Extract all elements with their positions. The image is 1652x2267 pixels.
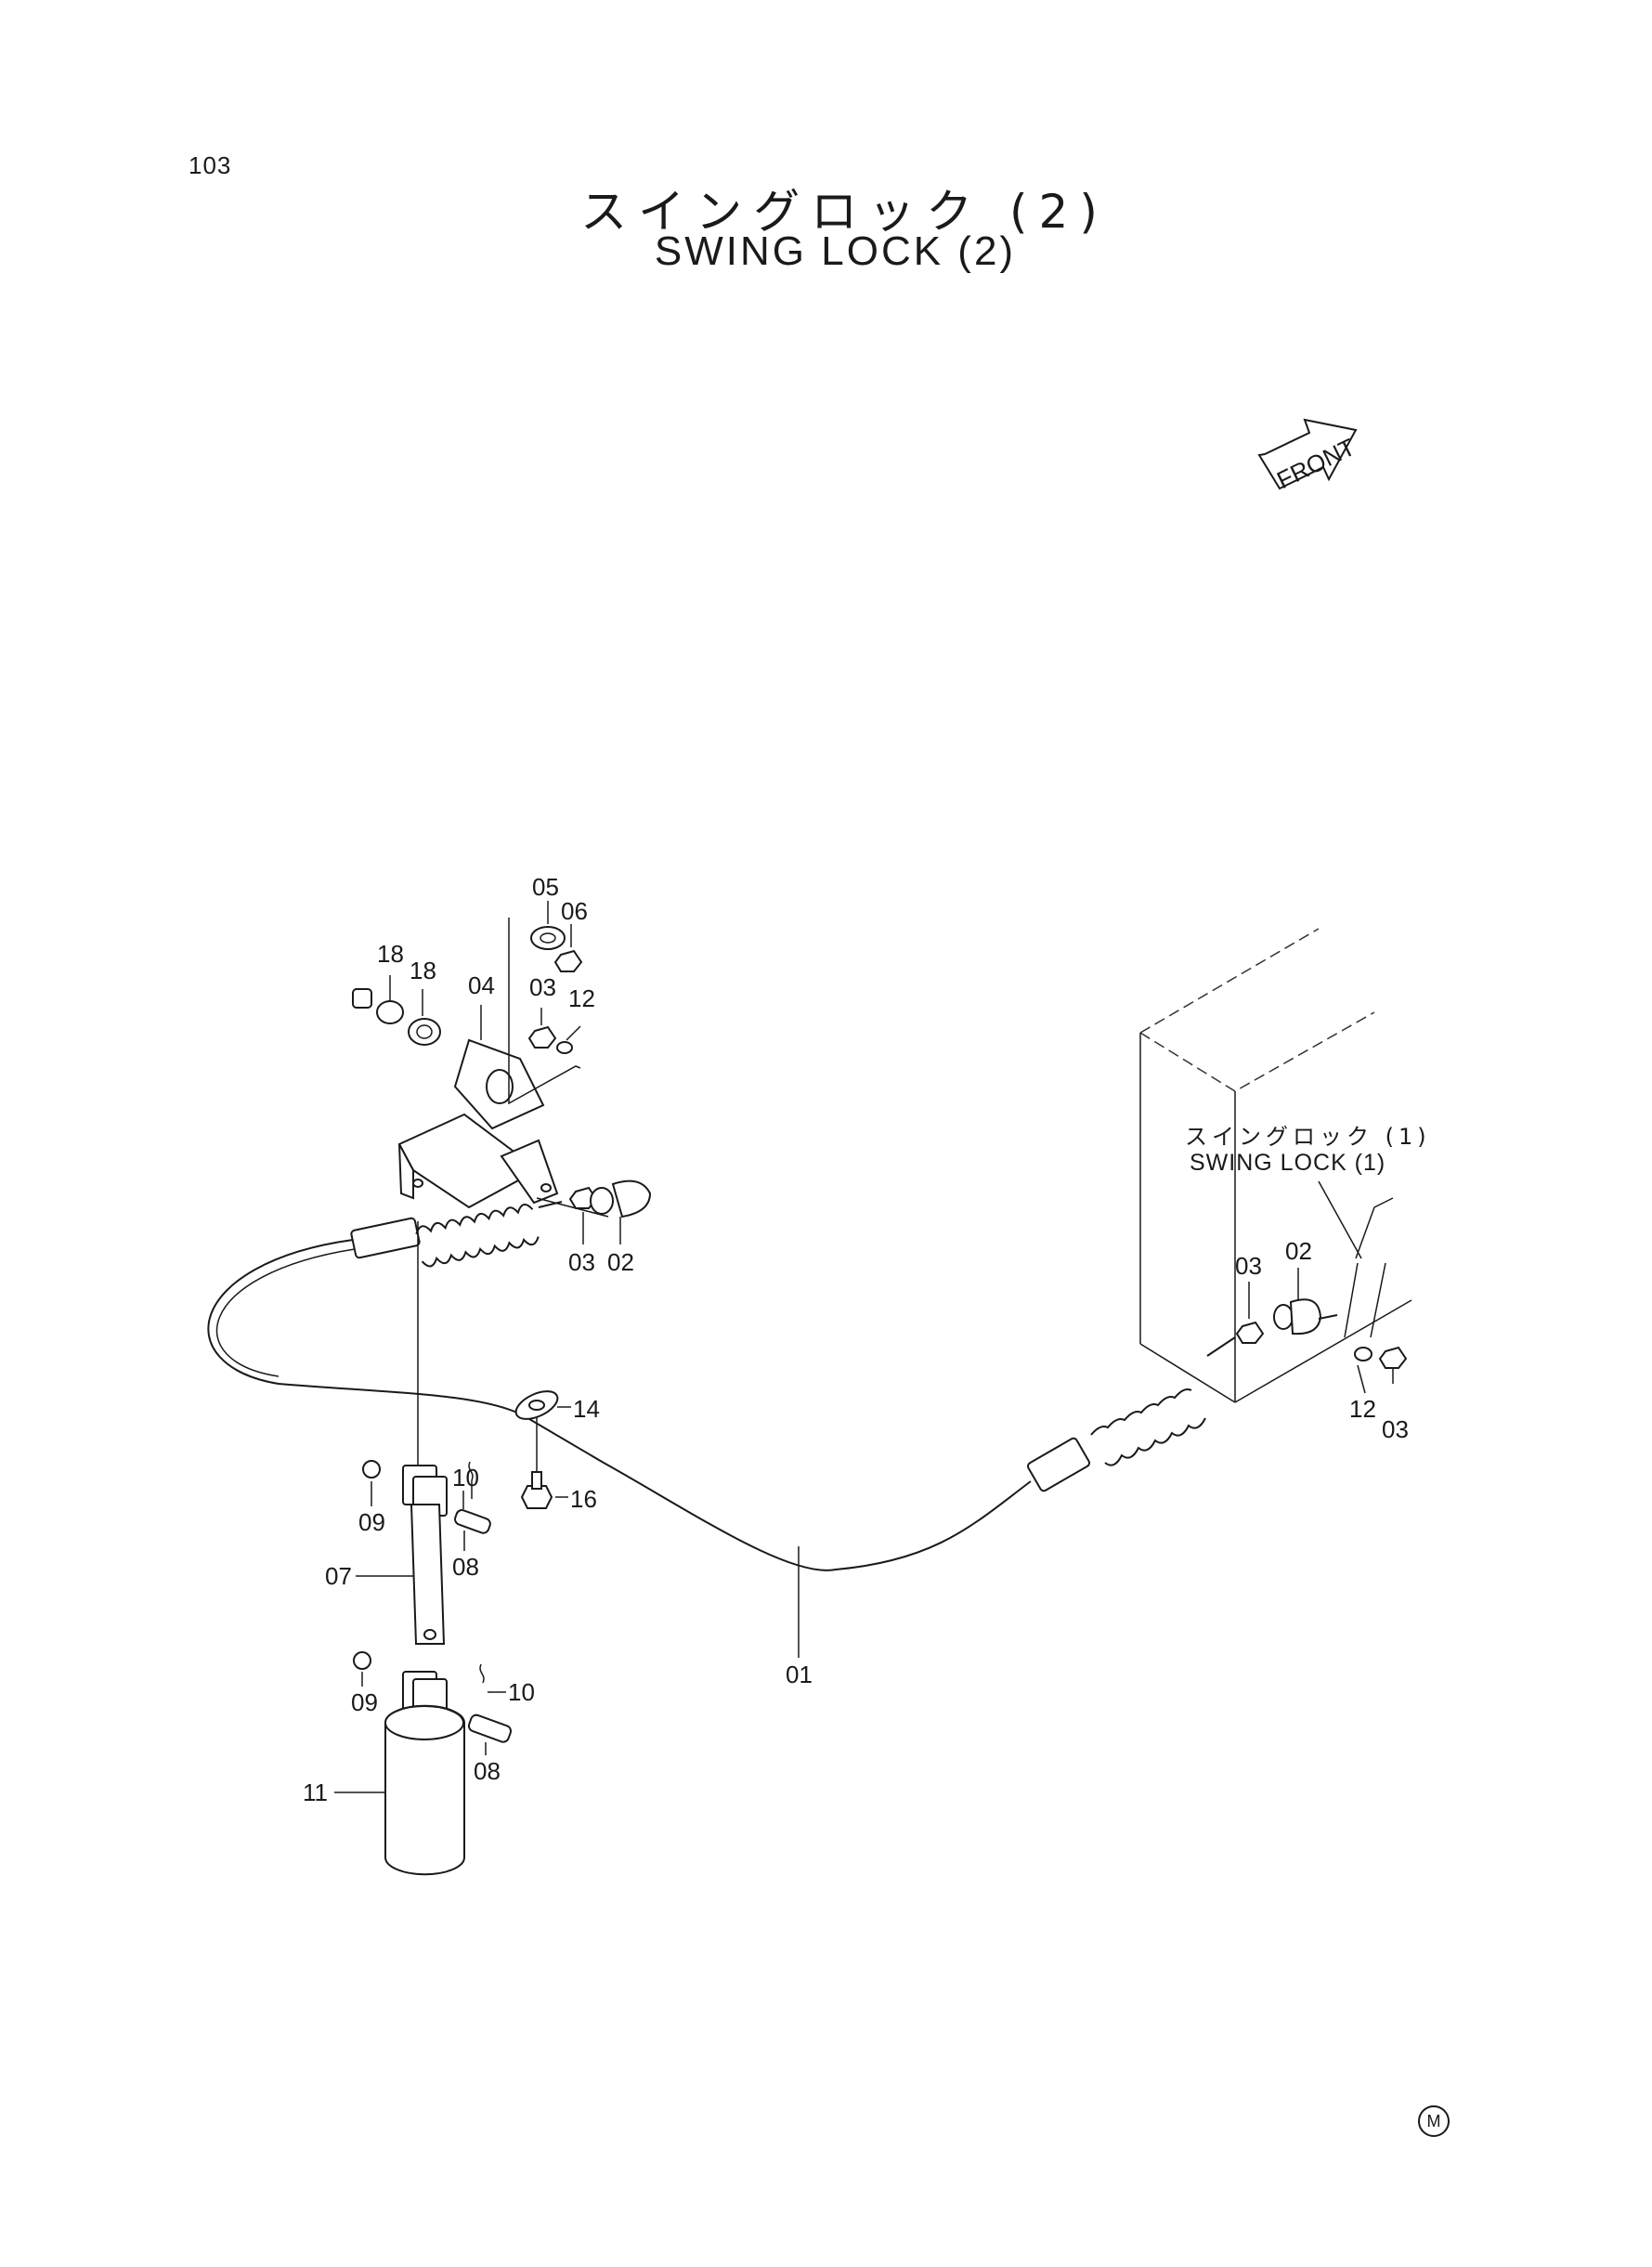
callout-09: 09 xyxy=(358,1508,385,1536)
callout-10: 10 xyxy=(452,1464,479,1492)
front-direction-arrow: FRONT xyxy=(1257,418,1359,494)
callout-12: 12 xyxy=(568,984,595,1012)
callout-18: 18 xyxy=(377,940,404,968)
callout-03: 03 xyxy=(529,973,556,1001)
page-title-english: SWING LOCK (2) xyxy=(654,228,1017,274)
callout-01: 01 xyxy=(786,1661,813,1688)
callout-04: 04 xyxy=(468,971,495,999)
reference-label-english: SWING LOCK (1) xyxy=(1190,1150,1386,1176)
lever-bracket-assembly xyxy=(352,918,652,1218)
callout-12: 12 xyxy=(1349,1395,1376,1423)
swing-lock-cable xyxy=(207,1201,1236,1571)
callout-06: 06 xyxy=(561,897,588,925)
callout-08: 08 xyxy=(452,1553,479,1581)
callout-03: 03 xyxy=(568,1248,595,1276)
callout-11: 11 xyxy=(303,1778,328,1806)
swing-lock-housing-box xyxy=(1139,928,1412,1403)
cable-clamp xyxy=(514,1390,559,1509)
callout-08: 08 xyxy=(474,1757,501,1785)
front-label: FRONT xyxy=(1272,433,1359,494)
callout-14: 14 xyxy=(573,1395,600,1423)
callout-18: 18 xyxy=(410,957,436,984)
page-title-japanese: スイングロック (2) xyxy=(580,185,1109,239)
callout-07: 07 xyxy=(325,1562,352,1590)
reference-label-japanese: スイングロック (1) xyxy=(1185,1124,1431,1150)
callout-03: 03 xyxy=(1235,1252,1262,1280)
m-circle-mark: M xyxy=(1418,2105,1450,2137)
callout-16: 16 xyxy=(570,1485,597,1513)
leader-lines xyxy=(334,901,1394,1793)
callout-10: 10 xyxy=(508,1678,535,1706)
page-number: 103 xyxy=(189,151,232,179)
link-rod xyxy=(362,1460,491,1645)
swing-lock-cylinder xyxy=(353,1651,513,1876)
callout-05: 05 xyxy=(532,873,559,901)
callout-02: 02 xyxy=(1285,1237,1312,1265)
callout-09: 09 xyxy=(351,1688,378,1716)
callout-02: 02 xyxy=(607,1248,634,1276)
callout-03: 03 xyxy=(1382,1415,1409,1443)
cable-end-fittings-right xyxy=(1235,1298,1408,1369)
callout-labels: 05 06 18 18 04 03 12 03 02 14 16 10 09 0… xyxy=(303,873,1409,1806)
